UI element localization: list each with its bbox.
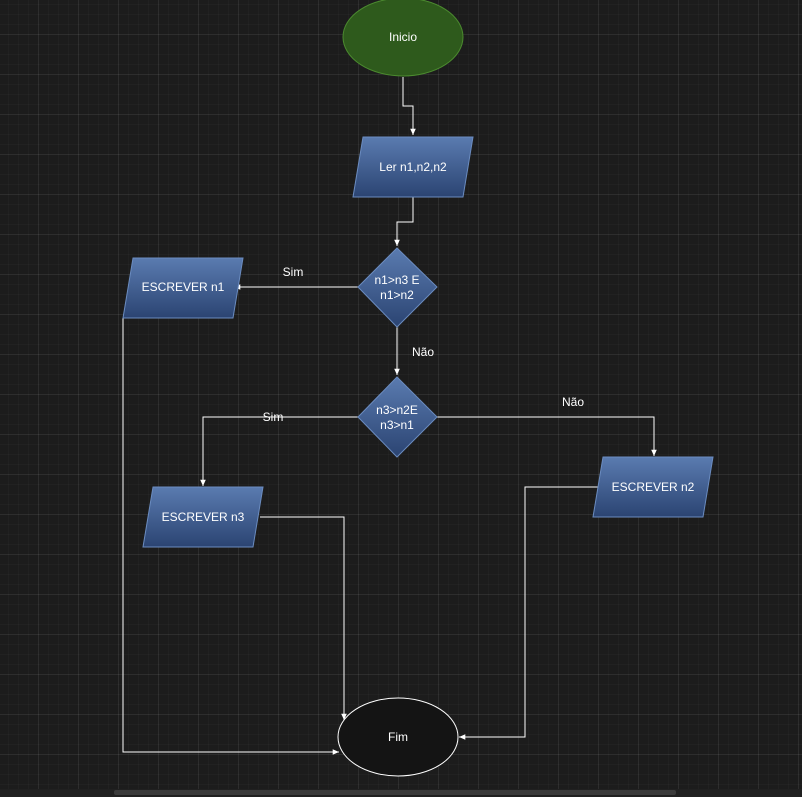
edge-label-decision2-yes: Sim [263,410,284,424]
end-node[interactable]: Fim [337,697,459,777]
write-n2-label: ESCREVER n2 [612,480,695,494]
scrollbar-thumb[interactable] [114,790,676,795]
horizontal-scrollbar[interactable] [0,789,802,797]
decision2-label-line2: n3>n1 [380,418,414,432]
write-n3-node[interactable]: ESCREVER n3 [142,486,264,548]
decision1-node[interactable]: n1>n3 E n1>n2 [357,247,438,328]
start-node[interactable]: Inicio [342,0,464,77]
edges [122,77,657,755]
write-n2-node[interactable]: ESCREVER n2 [592,456,714,518]
edge-write-n3-to-end[interactable] [260,516,347,720]
edge-read-to-decision1[interactable] [394,197,414,246]
decision1-label-line2: n1>n2 [380,288,414,302]
edge-write-n1-to-end[interactable] [122,318,339,755]
read-input-node[interactable]: Ler n1,n2,n2 [352,136,474,198]
write-n3-label: ESCREVER n3 [162,510,245,524]
decision2-label-line1: n3>n2E [376,403,418,417]
start-node-label: Inicio [389,30,417,44]
edge-label-decision2-no: Não [562,395,584,409]
write-n1-label: ESCREVER n1 [142,280,225,294]
edge-label-decision1-yes: Sim [283,265,304,279]
edge-write-n2-to-end[interactable] [459,486,603,740]
edge-decision2-yes[interactable] [200,416,358,486]
edge-label-decision1-no: Não [412,345,434,359]
decision2-node[interactable]: n3>n2E n3>n1 [357,376,438,458]
read-input-label: Ler n1,n2,n2 [379,160,447,174]
edge-start-to-read[interactable] [402,77,416,135]
edge-decision2-no[interactable] [437,416,657,456]
end-node-label: Fim [388,730,408,744]
write-n1-node[interactable]: ESCREVER n1 [122,257,244,319]
decision1-label-line1: n1>n3 E [374,273,419,287]
